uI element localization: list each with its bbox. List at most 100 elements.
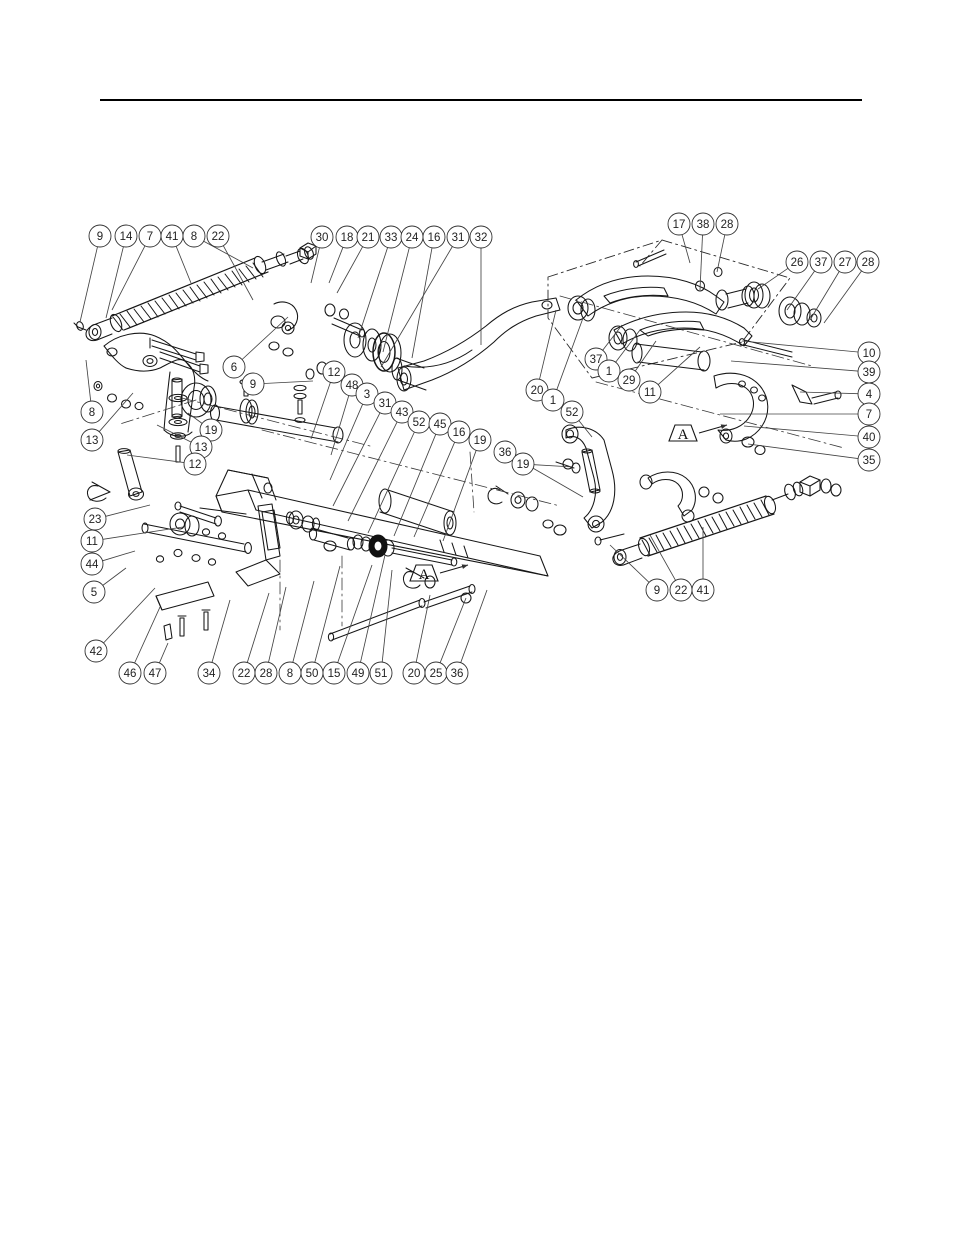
diagram-artwork [73, 239, 845, 642]
callout-bubble-22[interactable]: 22 [232, 661, 256, 685]
callout-number: 9 [97, 231, 103, 243]
callout-leader [126, 454, 185, 464]
callout-number: 16 [428, 232, 441, 244]
callout-bubble-32[interactable]: 32 [469, 225, 493, 249]
callout-number: 29 [623, 375, 636, 387]
callout-circle [199, 418, 223, 442]
callout-bubble-45[interactable]: 45 [428, 412, 452, 436]
callout-leader [336, 246, 364, 294]
callout-number: 7 [147, 231, 153, 243]
callout-leader [809, 271, 840, 321]
callout-bubble-1[interactable]: 1 [541, 388, 565, 412]
callout-number: 23 [89, 514, 102, 526]
callout-bubble-25[interactable]: 25 [424, 661, 448, 685]
callout-bubble-16[interactable]: 16 [422, 225, 446, 249]
callout-bubble-28[interactable]: 28 [856, 250, 880, 274]
callout-bubble-37[interactable]: 37 [809, 250, 833, 274]
callout-bubble-14[interactable]: 14 [114, 224, 138, 248]
callout-bubble-18[interactable]: 18 [335, 225, 359, 249]
callout-bubble-12[interactable]: 12 [183, 452, 207, 476]
callout-bubble-10[interactable]: 10 [857, 341, 881, 365]
callout-bubble-1[interactable]: 1 [597, 359, 621, 383]
callout-bubble-9[interactable]: 9 [88, 224, 112, 248]
callout-circle [597, 359, 621, 383]
callout-bubble-27[interactable]: 27 [833, 250, 857, 274]
callout-bubble-30[interactable]: 30 [310, 225, 334, 249]
callout-number: 51 [375, 668, 388, 680]
callout-circle [833, 250, 857, 274]
callout-bubble-12[interactable]: 12 [322, 360, 346, 384]
callout-bubble-41[interactable]: 41 [691, 578, 715, 602]
callout-bubble-22[interactable]: 22 [206, 224, 230, 248]
callout-bubble-43[interactable]: 43 [390, 400, 414, 424]
callout-bubble-28[interactable]: 28 [715, 212, 739, 236]
callout-bubble-26[interactable]: 26 [785, 250, 809, 274]
callout-bubble-22[interactable]: 22 [669, 578, 693, 602]
callout-bubble-28[interactable]: 28 [254, 661, 278, 685]
callout-circle [346, 661, 370, 685]
main-lift-arm [396, 297, 561, 392]
callout-bubble-49[interactable]: 49 [346, 661, 370, 685]
callout-bubble-16[interactable]: 16 [447, 420, 471, 444]
callout-bubble-15[interactable]: 15 [322, 661, 346, 685]
callout-bubble-11[interactable]: 11 [638, 380, 662, 404]
callout-number: 31 [452, 232, 465, 244]
callout-circle [84, 639, 108, 663]
callout-bubble-19[interactable]: 19 [468, 428, 492, 452]
callout-bubble-8[interactable]: 8 [278, 661, 302, 685]
callout-bubble-52[interactable]: 52 [560, 400, 584, 424]
callout-bubble-8[interactable]: 8 [80, 400, 104, 424]
callout-bubble-5[interactable]: 5 [82, 580, 106, 604]
callout-bubble-35[interactable]: 35 [857, 448, 881, 472]
callout-bubble-7[interactable]: 7 [138, 224, 162, 248]
callout-number: 20 [408, 668, 421, 680]
callout-number: 1 [550, 395, 556, 407]
callout-bubble-51[interactable]: 51 [369, 661, 393, 685]
callout-leader [657, 346, 701, 385]
callout-bubble-33[interactable]: 33 [379, 225, 403, 249]
callout-bubble-19[interactable]: 19 [511, 452, 535, 476]
callout-bubble-13[interactable]: 13 [80, 428, 104, 452]
callout-bubble-8[interactable]: 8 [182, 224, 206, 248]
callout-bubble-42[interactable]: 42 [84, 639, 108, 663]
callout-bubble-46[interactable]: 46 [118, 661, 142, 685]
callout-bubble-36[interactable]: 36 [445, 661, 469, 685]
callout-bubble-17[interactable]: 17 [667, 212, 691, 236]
callout-bubble-24[interactable]: 24 [400, 225, 424, 249]
callout-bubble-52[interactable]: 52 [407, 410, 431, 434]
callout-bubble-29[interactable]: 29 [617, 368, 641, 392]
callout-number: 19 [205, 425, 218, 437]
callout-bubble-21[interactable]: 21 [356, 225, 380, 249]
callout-bubble-4[interactable]: 4 [857, 382, 881, 406]
callout-bubble-9[interactable]: 9 [241, 372, 265, 396]
callout-bubble-9[interactable]: 9 [645, 578, 669, 602]
callout-number: 12 [328, 367, 341, 379]
callout-bubble-7[interactable]: 7 [857, 402, 881, 426]
callout-circle [80, 529, 104, 553]
callout-bubble-44[interactable]: 44 [80, 552, 104, 576]
callout-number: 10 [863, 348, 876, 360]
callout-bubble-23[interactable]: 23 [83, 507, 107, 531]
callout-bubble-19[interactable]: 19 [199, 418, 223, 442]
callout-bubble-40[interactable]: 40 [857, 425, 881, 449]
callout-bubble-31[interactable]: 31 [446, 225, 470, 249]
detail-flag-arrow [698, 424, 728, 434]
callout-circle [182, 224, 206, 248]
callout-bubble-11[interactable]: 11 [80, 529, 104, 553]
callout-bubble-39[interactable]: 39 [857, 360, 881, 384]
callout-leader [329, 403, 364, 481]
callout-bubble-20[interactable]: 20 [402, 661, 426, 685]
callout-bubble-31[interactable]: 31 [373, 391, 397, 415]
callout-bubble-41[interactable]: 41 [160, 224, 184, 248]
callout-bubble-34[interactable]: 34 [197, 661, 221, 685]
callout-circle [667, 212, 691, 236]
callout-bubble-50[interactable]: 50 [300, 661, 324, 685]
callout-bubble-47[interactable]: 47 [143, 661, 167, 685]
callout-bubble-6[interactable]: 6 [222, 355, 246, 379]
callout-bubble-38[interactable]: 38 [691, 212, 715, 236]
callout-bubble-36[interactable]: 36 [493, 440, 517, 464]
callout-circle [445, 661, 469, 685]
callout-leader [314, 565, 341, 663]
callout-circle [369, 661, 393, 685]
